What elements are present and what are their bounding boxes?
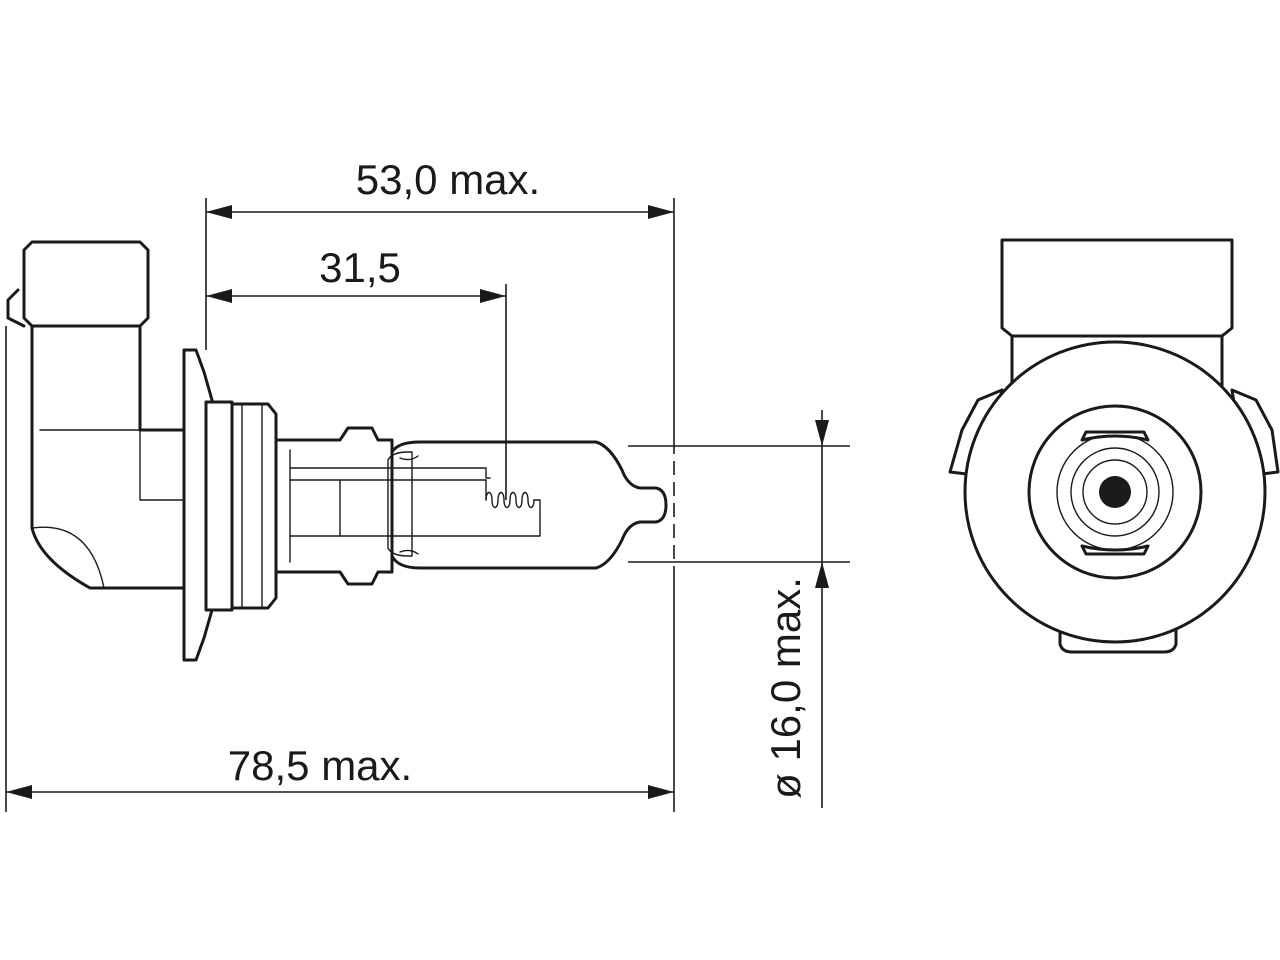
frame-wire (289, 479, 487, 537)
arrow-78-right (648, 785, 674, 799)
end-ring-outer (1027, 404, 1203, 580)
label-78-max: 78,5 max. (228, 742, 412, 789)
filament-lead-out (485, 479, 541, 521)
side-view (6, 240, 668, 662)
end-contact-top (1080, 430, 1150, 442)
filament-coil (485, 491, 535, 509)
arrow-31-right (480, 289, 506, 303)
connector-elbow (30, 324, 188, 590)
elbow-curve (31, 526, 105, 589)
lead-wire-upper (289, 467, 491, 479)
end-ring-4 (1082, 459, 1148, 525)
end-connector-block (1000, 238, 1234, 338)
end-view (948, 238, 1280, 654)
connector-head (22, 240, 150, 328)
pinch-detail-bottom (399, 549, 419, 555)
elbow-inner (139, 429, 187, 501)
end-ring-3 (1070, 447, 1160, 537)
flange-step (204, 400, 234, 612)
base-ring (230, 402, 278, 610)
pinch-detail-top (399, 455, 419, 461)
end-contact-bottom (1080, 544, 1150, 556)
bulb-neck (274, 426, 394, 586)
label-31-5: 31,5 (319, 244, 401, 291)
arrow-31-left (206, 289, 232, 303)
pinch-outline (387, 451, 413, 557)
arrow-53-left (206, 205, 232, 219)
label-diameter-16-max: ø 16,0 max. (762, 577, 809, 799)
connector-latch (6, 288, 26, 328)
end-center-contact (1099, 476, 1131, 508)
label-53-max: 53,0 max. (356, 156, 540, 203)
arrow-dia-bottom (815, 562, 829, 588)
arrow-78-left (6, 785, 32, 799)
arrow-dia-top (815, 420, 829, 446)
arrow-53-right (648, 205, 674, 219)
lead-wire-lower (289, 519, 541, 537)
dimension-lines: 53,0 max. 31,5 78,5 max. ø 16,0 max. (5, 156, 850, 812)
